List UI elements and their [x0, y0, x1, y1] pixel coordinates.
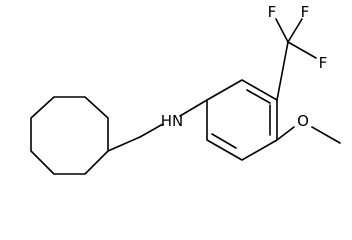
- amine-nh-label: HN: [161, 112, 184, 130]
- ring-to-methylene-bond: [107, 136, 141, 152]
- nitrogen-to-ring-bond: [179, 99, 208, 117]
- ring-to-oxygen-bond: [276, 126, 295, 141]
- fluorine-label-1: F: [268, 3, 277, 21]
- oxygen-to-methyl-bond: [311, 126, 341, 144]
- cf-bond-2: [287, 18, 303, 43]
- cf-bond-1: [275, 18, 289, 43]
- aromatic-double-bond-1: [246, 89, 271, 104]
- benzene-ring: [206, 79, 278, 161]
- fluorine-label-2: F: [301, 3, 310, 21]
- fluorine-label-3: F: [319, 54, 328, 72]
- cyclooctane-ring: [30, 96, 109, 175]
- cf-bond-3: [287, 41, 317, 59]
- ring-to-cf3-bond: [276, 41, 289, 101]
- chemical-structure: HN F F F O: [30, 3, 341, 175]
- methylene-to-nitrogen-bond: [139, 123, 164, 138]
- aromatic-double-bond-2: [211, 133, 237, 149]
- oxygen-label: O: [297, 112, 309, 130]
